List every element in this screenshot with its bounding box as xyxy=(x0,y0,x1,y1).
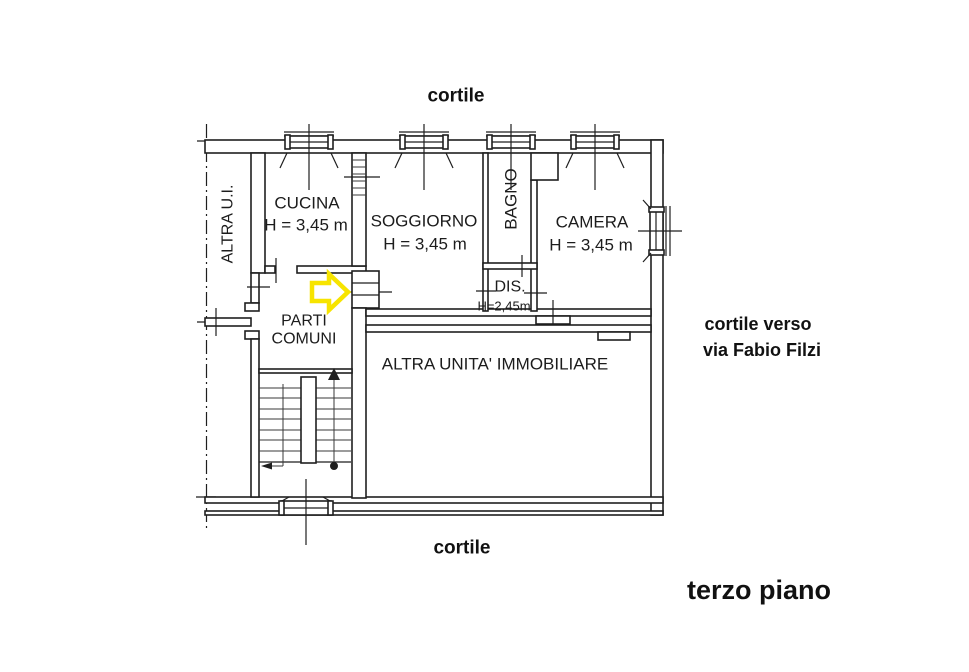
room-label-cucina: CUCINA xyxy=(274,194,340,213)
property-boundary-line xyxy=(196,124,216,530)
window-icon xyxy=(279,124,339,190)
window-icon xyxy=(486,124,536,190)
window-icon xyxy=(565,124,625,190)
room-label-parti: PARTI xyxy=(281,313,327,330)
room-label-soggiorno: SOGGIORNO xyxy=(371,212,478,231)
room-label-altra-ui: ALTRA U.I. xyxy=(220,185,237,264)
room-label-bagno: BAGNO xyxy=(502,168,521,229)
window-icon xyxy=(638,199,682,263)
room-height-dis: H=2,45m xyxy=(477,299,530,314)
window-icon xyxy=(394,124,454,190)
label-cortile-right-2: via Fabio Filzi xyxy=(703,340,821,360)
room-label-dis: DIS. xyxy=(494,279,525,296)
room-label-altra-unita: ALTRA UNITA' IMMOBILIARE xyxy=(382,355,609,374)
label-cortile-bottom: cortile xyxy=(433,538,490,559)
room-label-camera: CAMERA xyxy=(556,213,629,232)
staircase xyxy=(258,368,353,470)
entrance-arrow-icon xyxy=(309,268,352,316)
label-cortile-top: cortile xyxy=(427,86,484,107)
room-label-comuni: COMUNI xyxy=(272,331,337,348)
window-icon xyxy=(278,479,334,545)
label-cortile-right-1: cortile verso xyxy=(704,314,811,334)
interior-walls xyxy=(204,152,652,499)
room-height-camera: H = 3,45 m xyxy=(549,236,633,255)
room-height-soggiorno: H = 3,45 m xyxy=(383,235,467,254)
label-floor: terzo piano xyxy=(687,575,831,605)
room-height-cucina: H = 3,45 m xyxy=(264,216,348,235)
